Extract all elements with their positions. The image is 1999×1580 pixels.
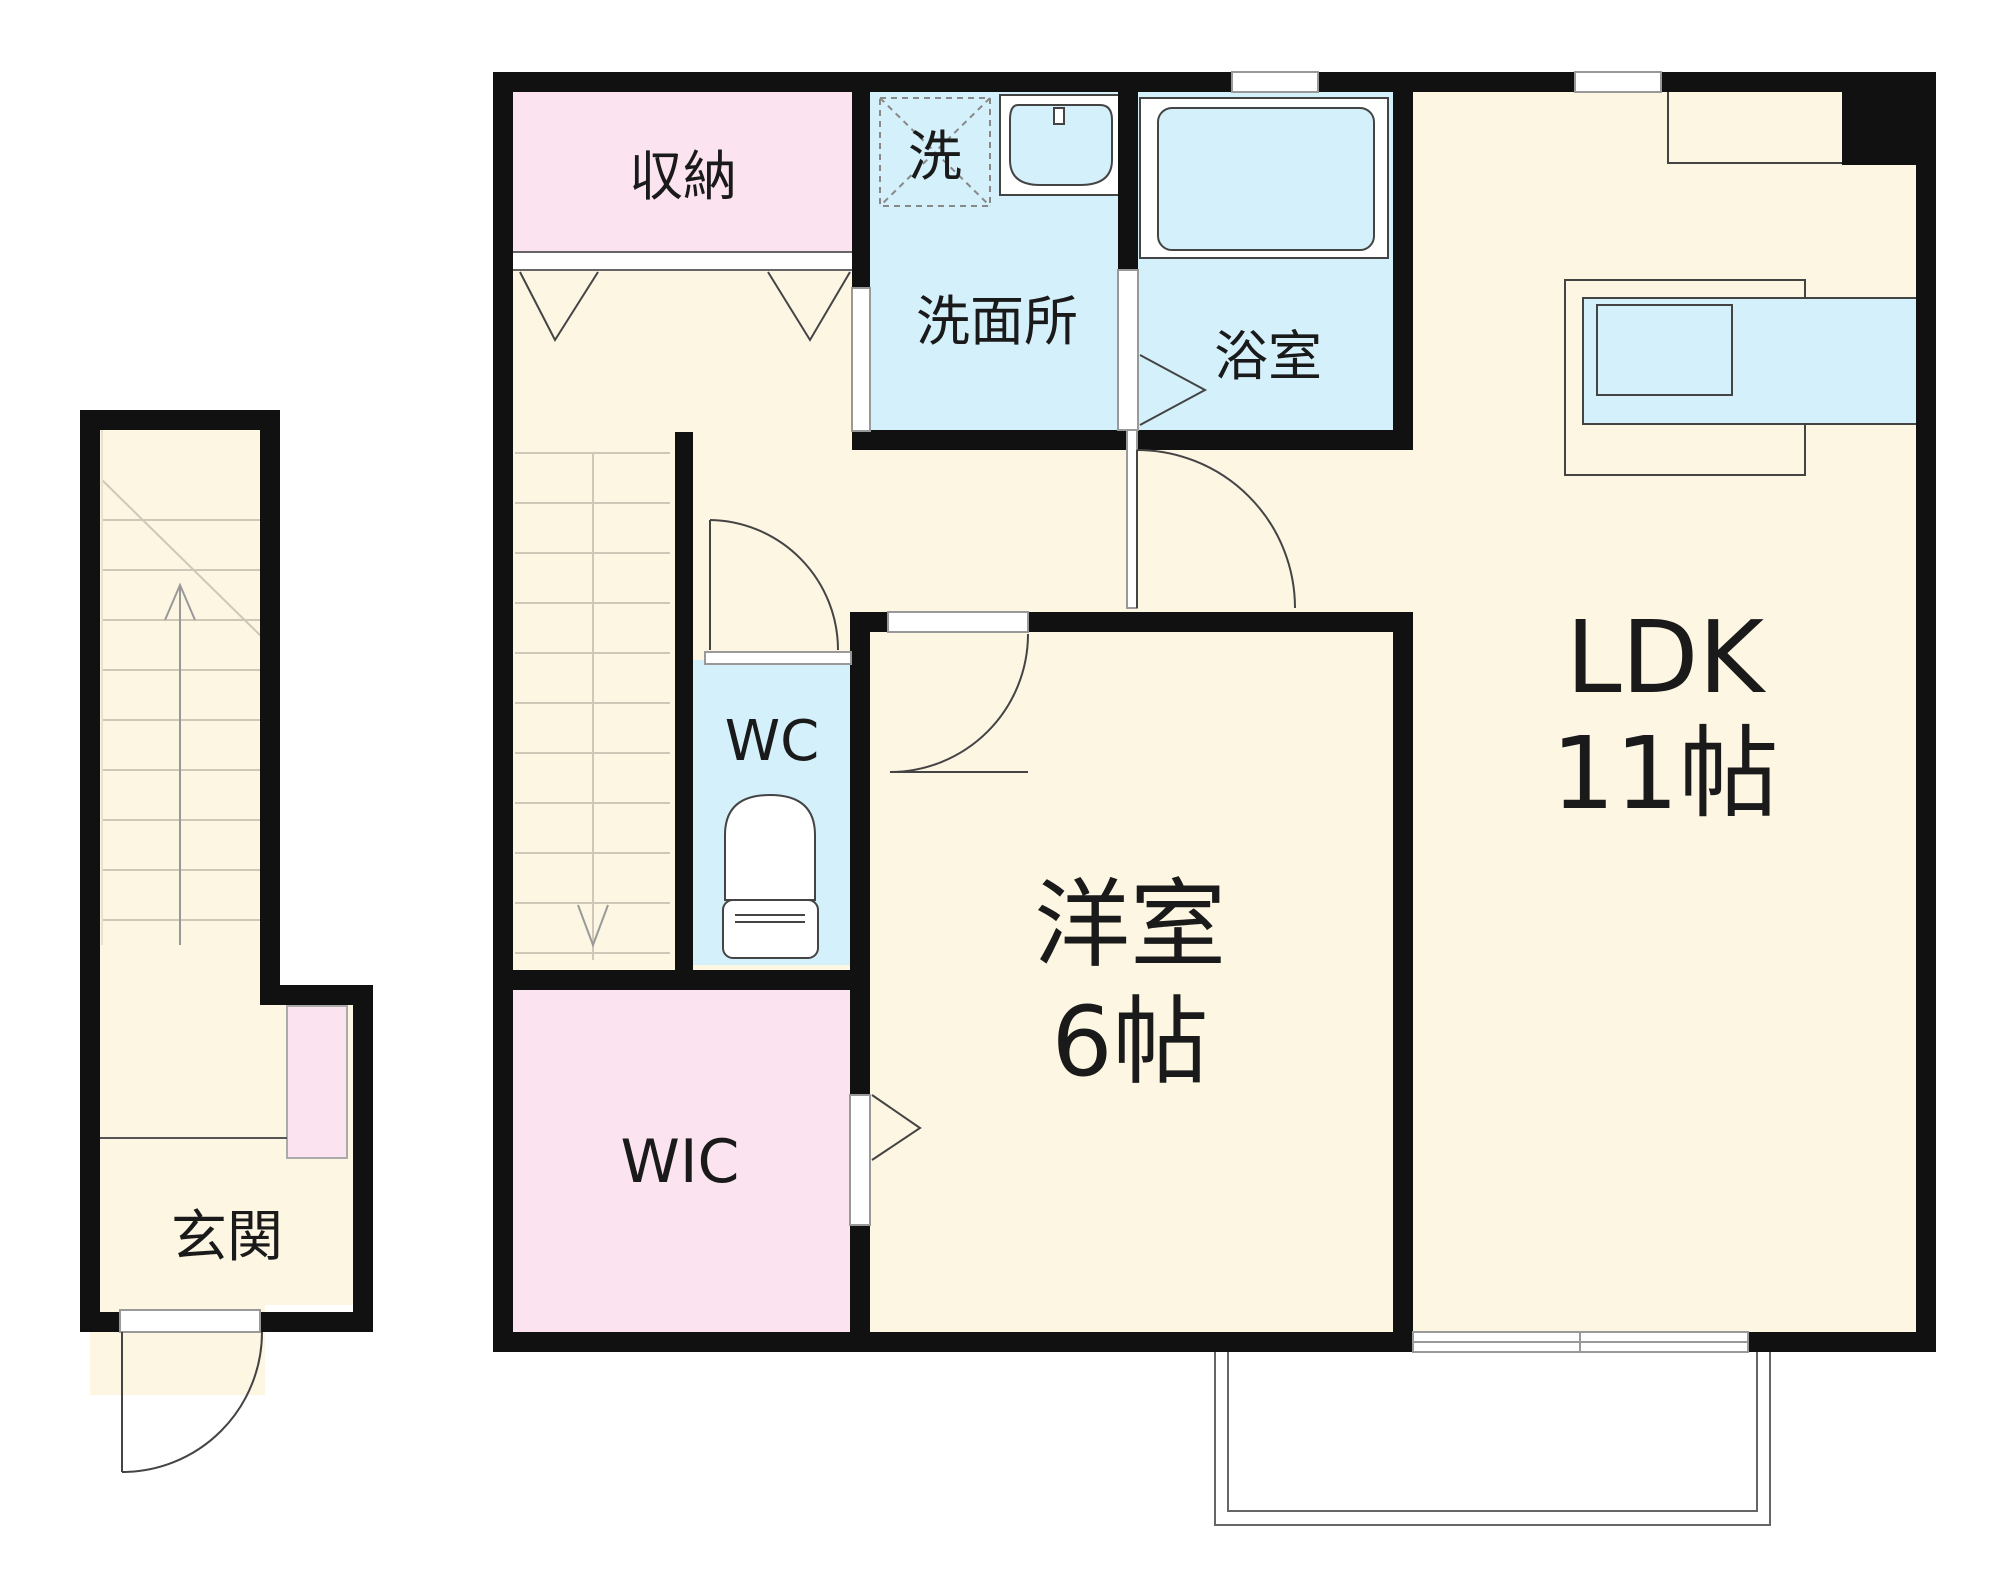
down-arrow-icon [577,904,609,948]
entrance-door-gap [119,1309,261,1333]
washer-label: 洗 [908,125,962,188]
storage-sash [851,287,871,432]
balcony [1214,1344,1771,1526]
wic-label: WIC [621,1127,740,1197]
shoe-storage [286,1005,348,1159]
closet-shelf [509,251,856,271]
main-floors [505,85,1925,1340]
washer-pan [879,97,991,207]
washroom-door-gap [1126,429,1138,609]
washroom-label: 洗面所 [916,290,1078,353]
room-labels: 収納 洗 洗面所 浴室 WC WIC 玄関 洋室 6帖 LDK 11帖 [171,125,1779,1270]
up-arrow-icon [164,582,196,945]
bathroom-label: 浴室 [1214,325,1322,388]
openings [704,71,1749,1353]
kitchen-window [1574,71,1662,93]
wc-label: WC [725,709,819,774]
storage-label: 収納 [629,145,737,208]
entrance-walls [80,410,373,1332]
fixtures [509,87,1929,1526]
bath-window [1231,71,1319,93]
bedroom-door-gap [887,611,1029,633]
bathtub-icon [1139,97,1389,259]
sink-icon [999,94,1121,196]
kitchen-counter [1564,279,1929,476]
toilet-icon [722,793,819,959]
western-room-size: 6帖 [1051,986,1208,1098]
wic-floor [505,982,850,1332]
wc-door-gap [704,651,852,665]
western-room-name: 洋室 [1034,869,1226,981]
bath-door-frame [1117,269,1139,431]
wic-door-gap [849,1094,871,1226]
ldk-name: LDK [1566,599,1767,716]
entrance-block [80,410,373,1473]
entrance-door-icon [121,1331,263,1473]
entrance-stairs [101,430,266,945]
door-swings [519,271,1296,1161]
ldk-size: 11帖 [1551,715,1778,832]
interior-stairs [515,452,670,960]
entrance-label: 玄関 [171,1205,283,1270]
storage-floor [505,85,860,255]
